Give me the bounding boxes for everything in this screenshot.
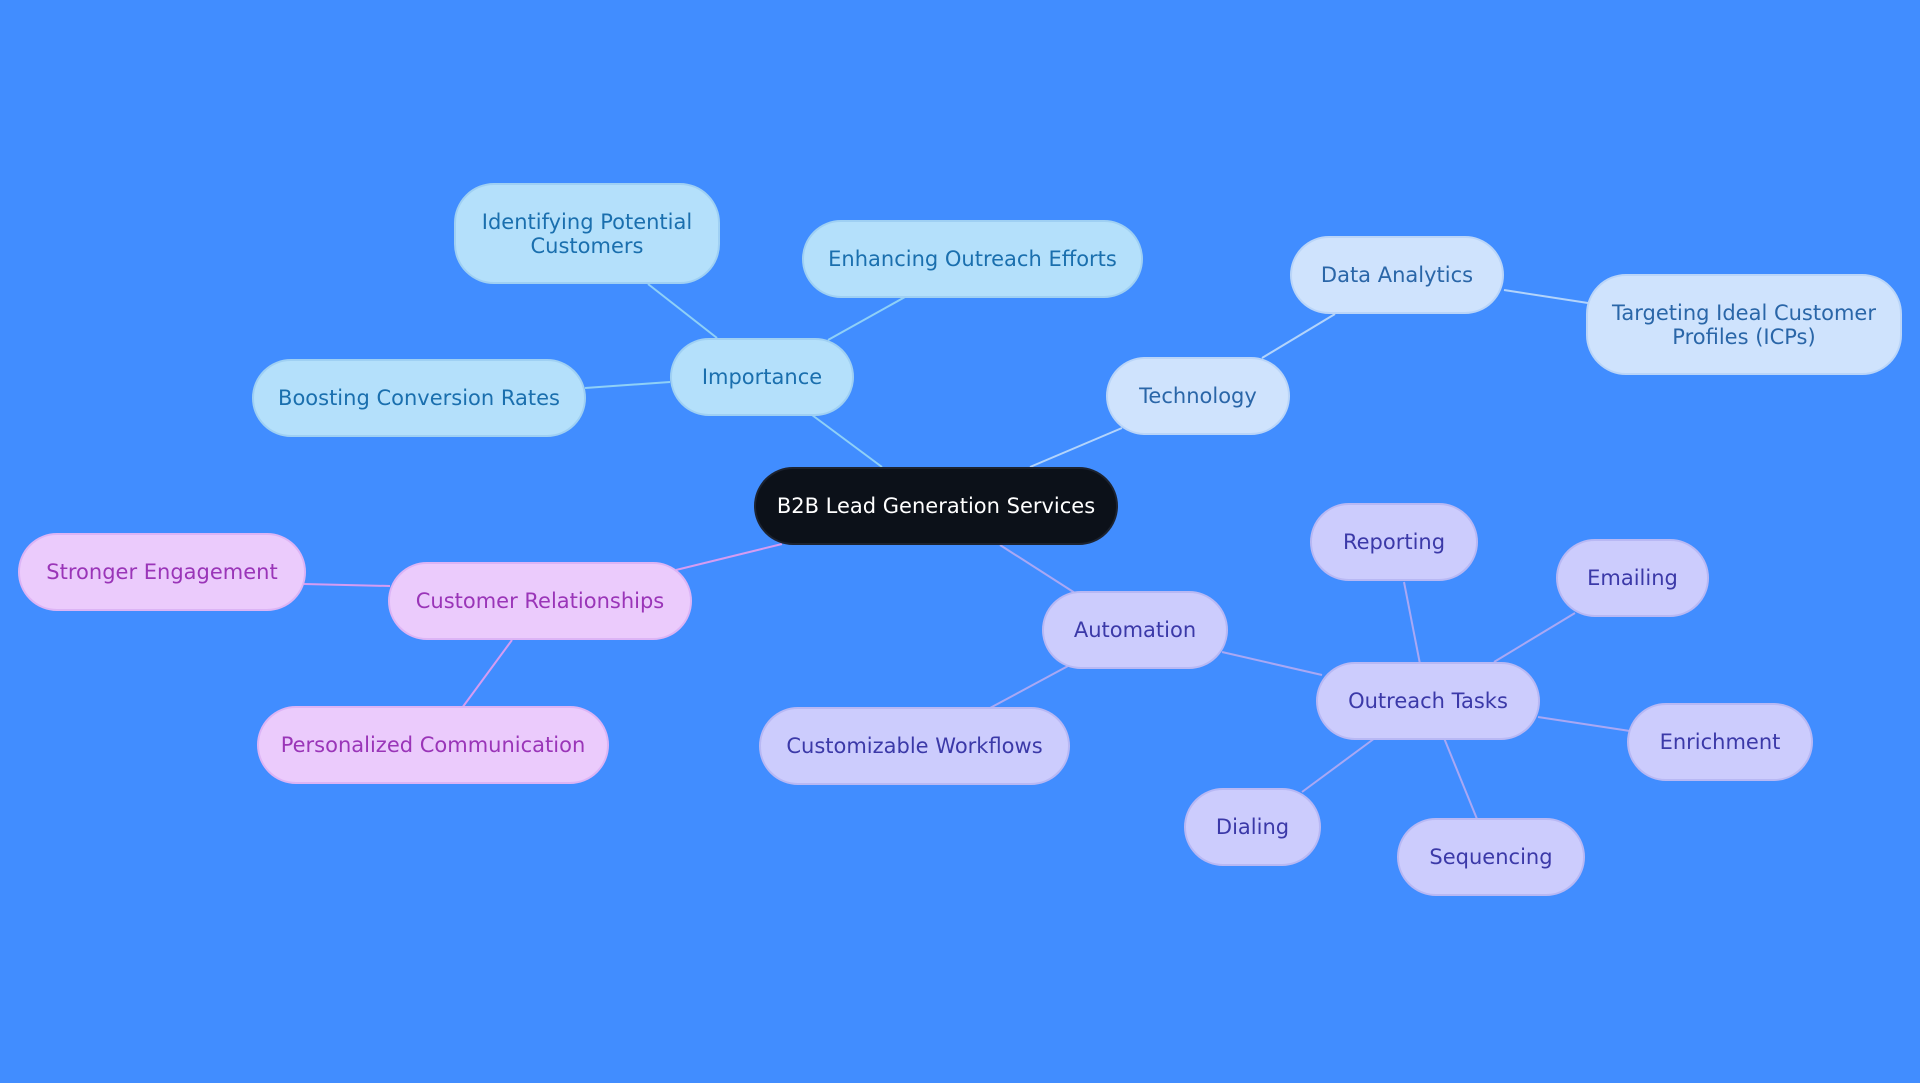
link-outreach-reporting [1403, 581, 1421, 665]
link-data-analytics-targeting [1503, 289, 1589, 304]
enrichment-label: Enrichment [1659, 730, 1781, 754]
link-importance-boosting [584, 381, 671, 389]
link-root-importance [811, 414, 883, 468]
dialing-label: Dialing [1215, 815, 1290, 839]
link-importance-identifying [647, 283, 718, 339]
link-technology-data-analytics [1261, 313, 1336, 359]
link-outreach-emailing [1493, 612, 1576, 663]
link-root-technology [1029, 427, 1123, 468]
boosting-conversion-node[interactable]: Boosting Conversion Rates [252, 359, 586, 437]
link-outreach-dialing [1301, 737, 1376, 793]
data-analytics-node[interactable]: Data Analytics [1290, 236, 1504, 314]
link-automation-workflows [989, 665, 1069, 709]
sequencing-node[interactable]: Sequencing [1397, 818, 1585, 896]
importance-node-label: Importance [701, 365, 823, 389]
stronger-engagement-label: Stronger Engagement [46, 560, 278, 584]
automation-node[interactable]: Automation [1042, 591, 1228, 669]
technology-node-label: Technology [1139, 384, 1257, 408]
link-automation-outreach [1221, 651, 1323, 676]
personalized-communication-node[interactable]: Personalized Communication [257, 706, 609, 784]
sequencing-label: Sequencing [1429, 845, 1553, 869]
customizable-workflows-label: Customizable Workflows [786, 734, 1043, 758]
link-outreach-sequencing [1443, 737, 1478, 820]
dialing-node[interactable]: Dialing [1184, 788, 1321, 866]
link-outreach-enrichment [1537, 716, 1631, 732]
data-analytics-label: Data Analytics [1320, 263, 1474, 287]
link-root-automation [999, 544, 1076, 594]
customizable-workflows-node[interactable]: Customizable Workflows [759, 707, 1070, 785]
outreach-tasks-node[interactable]: Outreach Tasks [1316, 662, 1540, 740]
personalized-communication-label: Personalized Communication [280, 733, 586, 757]
link-importance-enhancing [827, 296, 906, 341]
stronger-engagement-node[interactable]: Stronger Engagement [18, 533, 306, 611]
outreach-tasks-label: Outreach Tasks [1348, 689, 1508, 713]
reporting-label: Reporting [1342, 530, 1446, 554]
link-relationships-communication [461, 639, 513, 709]
reporting-node[interactable]: Reporting [1310, 503, 1478, 581]
emailing-label: Emailing [1587, 566, 1678, 590]
importance-node[interactable]: Importance [670, 338, 854, 416]
boosting-conversion-label: Boosting Conversion Rates [278, 386, 560, 410]
identifying-customers-label: Identifying Potential Customers [481, 209, 693, 258]
identifying-customers-node[interactable]: Identifying Potential Customers [454, 183, 720, 284]
link-relationships-engagement [303, 583, 391, 587]
enrichment-node[interactable]: Enrichment [1627, 703, 1813, 781]
root-node[interactable]: B2B Lead Generation Services [754, 467, 1118, 545]
customer-relationships-node[interactable]: Customer Relationships [388, 562, 692, 640]
link-root-relationships [675, 543, 783, 571]
automation-node-label: Automation [1073, 618, 1197, 642]
enhancing-outreach-node[interactable]: Enhancing Outreach Efforts [802, 220, 1143, 298]
technology-node[interactable]: Technology [1106, 357, 1290, 435]
emailing-node[interactable]: Emailing [1556, 539, 1709, 617]
customer-relationships-label: Customer Relationships [415, 589, 665, 613]
targeting-icps-node[interactable]: Targeting Ideal Customer Profiles (ICPs) [1586, 274, 1902, 375]
enhancing-outreach-label: Enhancing Outreach Efforts [828, 247, 1117, 271]
root-node-label: B2B Lead Generation Services [776, 494, 1096, 518]
targeting-icps-label: Targeting Ideal Customer Profiles (ICPs) [1612, 300, 1876, 349]
